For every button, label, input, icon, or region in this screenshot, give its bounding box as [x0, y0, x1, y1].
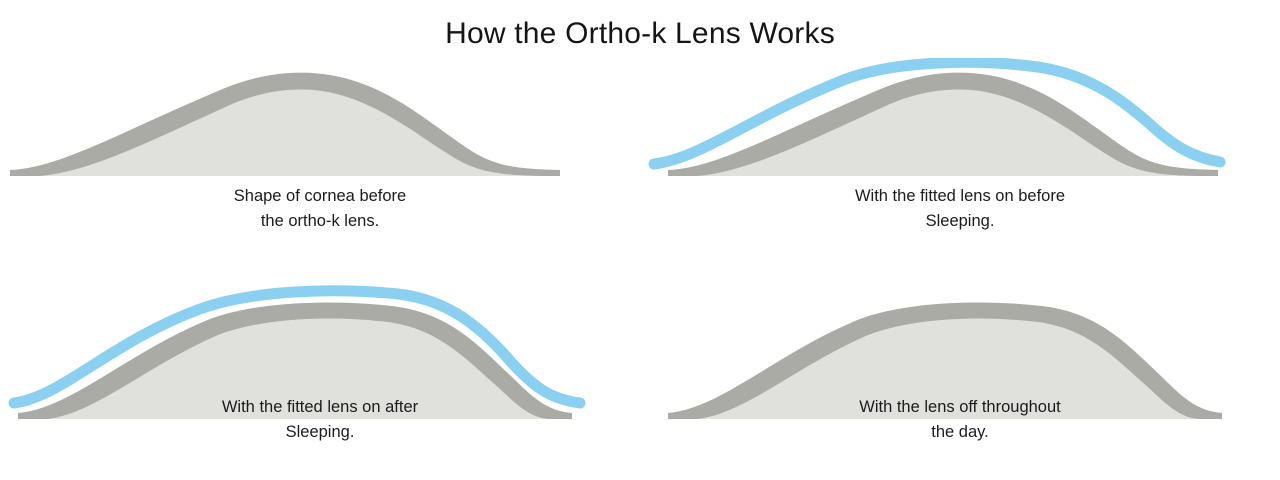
ortho-k-lens: [8, 285, 586, 409]
caption-line-2: Sleeping.: [285, 423, 355, 441]
caption-line-1: With the fitted lens on after: [221, 398, 419, 416]
page-title: How the Ortho-k Lens Works: [445, 17, 835, 50]
cornea-inner-fill: [40, 89, 540, 176]
panel-caption: With the fitted lens on after Sleeping.: [0, 395, 640, 445]
panel-lens-on-after-sleeping: With the fitted lens on after Sleeping.: [0, 269, 640, 480]
caption-line-1: With the lens off throughout: [859, 398, 1061, 416]
caption-line-2: the ortho-k lens.: [260, 212, 380, 230]
caption-line-2: Sleeping.: [925, 212, 995, 230]
panel-cornea-before: Shape of cornea before the ortho-k lens.: [0, 58, 640, 269]
caption-line-1: With the fitted lens on before: [854, 187, 1066, 205]
cornea-figure-flat-lens: [0, 269, 640, 419]
cornea-inner-fill: [698, 89, 1198, 176]
panel-caption: With the fitted lens on before Sleeping.: [640, 184, 1280, 234]
caption-line-1: Shape of cornea before: [233, 187, 407, 205]
cornea-shape: [10, 72, 560, 176]
ortho-k-lens: [648, 58, 1226, 170]
cornea-shape: [668, 72, 1218, 176]
cornea-shape: [668, 302, 1222, 419]
panel-lens-on-before-sleeping: With the fitted lens on before Sleeping.: [640, 58, 1280, 269]
panel-grid: Shape of cornea before the ortho-k lens.…: [0, 58, 1280, 480]
cornea-inner-fill: [698, 318, 1198, 419]
cornea-figure-flat-nolens: [640, 269, 1280, 419]
cornea-figure-steep-lens: [640, 58, 1280, 208]
cornea-inner-fill: [48, 318, 548, 419]
cornea-shape: [18, 302, 572, 419]
panel-caption: With the lens off throughout the day.: [640, 395, 1280, 445]
panel-lens-off-throughout-day: With the lens off throughout the day.: [640, 269, 1280, 480]
cornea-figure-steep-nolens: [0, 58, 640, 208]
panel-caption: Shape of cornea before the ortho-k lens.: [0, 184, 640, 234]
caption-line-2: the day.: [931, 423, 989, 441]
